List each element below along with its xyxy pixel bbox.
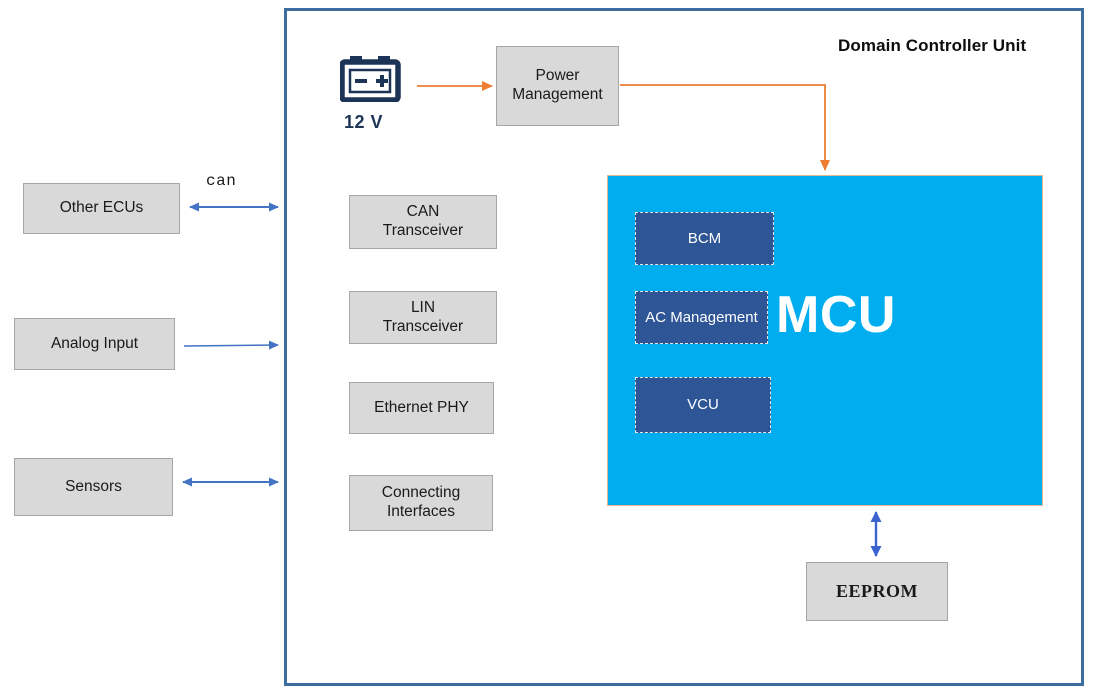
vcu-label: VCU bbox=[687, 396, 719, 413]
connecting-interfaces-line-2: Interfaces bbox=[386, 503, 456, 520]
lin-transceiver-line-2: Transceiver bbox=[382, 317, 464, 335]
connector-analog-input bbox=[183, 340, 279, 350]
diagram-title: Domain Controller Unit bbox=[838, 36, 1027, 55]
can-transceiver-block[interactable]: CAN Transceiver bbox=[349, 195, 497, 249]
mcu-label: MCU bbox=[776, 286, 896, 344]
analog-input-label: Analog Input bbox=[50, 334, 139, 352]
bcm-label: BCM bbox=[687, 229, 722, 247]
battery-voltage-label: 12 V bbox=[344, 112, 384, 132]
domain-controller-unit-container bbox=[284, 8, 1084, 686]
other-ecus-label: Other ECUs bbox=[59, 199, 144, 217]
sensors-block[interactable]: Sensors bbox=[14, 458, 173, 516]
power-management-block[interactable]: Power Management bbox=[496, 46, 619, 126]
can-transceiver-line-1: CAN bbox=[406, 203, 440, 221]
power-management-line-1: Power bbox=[535, 67, 580, 85]
analog-input-block[interactable]: Analog Input bbox=[14, 318, 175, 370]
ethernet-phy-line-1: Ethernet PHY bbox=[374, 398, 469, 416]
ethernet-phy-block[interactable]: Ethernet PHY bbox=[349, 382, 494, 434]
eeprom-label: EEPROM bbox=[836, 580, 918, 601]
connecting-interfaces-line-1: Connecting bbox=[381, 484, 461, 502]
battery-icon bbox=[339, 56, 404, 103]
lin-transceiver-block[interactable]: LIN Transceiver bbox=[349, 291, 497, 344]
can-bus-label: can bbox=[206, 172, 237, 190]
sensors-label: Sensors bbox=[65, 477, 122, 495]
eeprom-block[interactable]: EEPROM bbox=[806, 562, 948, 621]
ac-management-sub-block[interactable]: AC Management bbox=[635, 291, 768, 344]
connecting-interfaces-block[interactable]: Connecting Interfaces bbox=[349, 475, 493, 531]
ac-management-line-1: AC bbox=[645, 308, 667, 326]
power-management-line-2: Management bbox=[512, 86, 603, 103]
vcu-sub-block[interactable]: VCU bbox=[635, 377, 771, 433]
lin-transceiver-line-1: LIN bbox=[410, 298, 436, 316]
ac-management-line-2: Management bbox=[670, 308, 758, 326]
mcu-block[interactable]: BCM AC Management VCU MCU bbox=[607, 175, 1043, 506]
other-ecus-block[interactable]: Other ECUs bbox=[23, 183, 180, 234]
bcm-sub-block[interactable]: BCM bbox=[635, 212, 774, 265]
can-transceiver-line-2: Transceiver bbox=[382, 222, 464, 239]
